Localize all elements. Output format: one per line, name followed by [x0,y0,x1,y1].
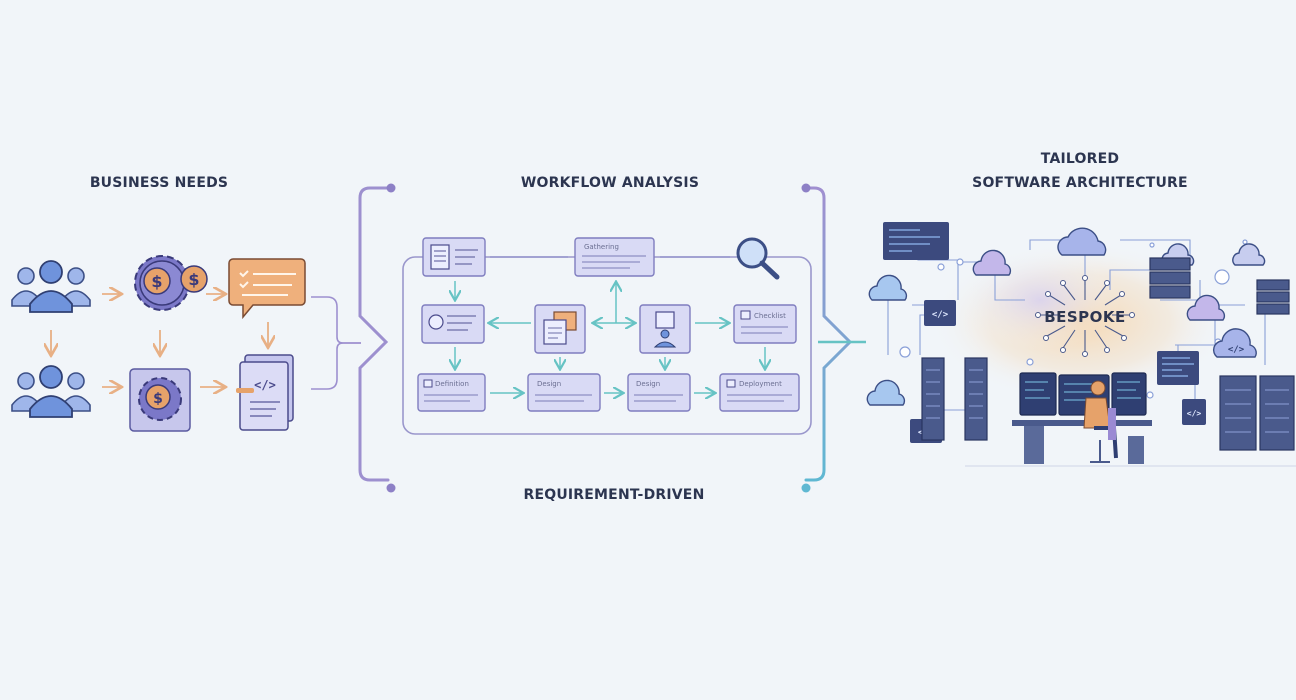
workflow-box-doc-icon [422,237,486,277]
workflow-box-design-1-label: Design [537,380,561,388]
workflow-box-definition-label: Definition [435,380,469,388]
workflow-box-gathering [574,237,655,277]
coin-symbol-2: $ [188,270,199,289]
workflow-box-design-1 [527,373,601,412]
needs-connectors [311,296,361,390]
workflow-box-person [639,304,691,354]
people-group-bottom-icon [11,365,91,418]
bracket-dot-top-left [386,183,396,193]
developer-workstation-icon [1012,372,1152,464]
coin-symbol-3: $ [153,391,163,407]
code-symbol-2: </> [932,310,949,320]
bracket-dot-bottom-left [386,483,396,493]
architecture-label-line1: TAILORED [1040,151,1120,167]
left-bracket [358,186,390,482]
bespoke-label: BESPOKE [1044,308,1126,326]
business-needs-label: BUSINESS NEEDS [89,175,229,191]
architecture-label-line2: SOFTWARE ARCHITECTURE [972,175,1188,191]
magnifier-icon [736,237,780,280]
workflow-box-gathering-label: Gathering [584,243,619,251]
chat-checklist-icon [228,258,306,320]
workflow-box-checklist [733,304,797,344]
bracket-dot-bottom-right [801,483,811,493]
workflow-box-badge [421,304,485,344]
code-symbol-1: </> [254,378,276,392]
cloud-icons [866,227,1266,406]
requirement-driven-label: REQUIREMENT-DRIVEN [523,487,705,503]
code-document-icon [236,354,294,431]
workflow-teal-arrows [455,281,765,393]
server-slot-lines [926,369,1289,433]
gear-coin-tile-icon [129,368,191,432]
workflow-box-design-2 [627,373,691,412]
workflow-box-checklist-label: Checklist [754,312,786,320]
people-group-top-icon [11,260,91,313]
code-symbol-5: </> [1228,345,1245,355]
bracket-dot-top-right [801,183,811,193]
gear-coins-icon [134,255,208,311]
workflow-box-design-2-label: Design [636,380,660,388]
circuit-nodes [1035,275,1135,357]
coin-symbol-1: $ [151,272,162,291]
workflow-box-deployment [719,373,800,412]
business-flow-arrows [51,294,268,387]
workflow-box-deployment-label: Deployment [739,380,782,388]
workflow-box-copy [534,304,586,354]
code-symbol-4: </> [1187,409,1202,418]
workflow-box-definition [417,373,486,412]
right-bracket [804,186,853,482]
server-rack-icons [921,257,1295,451]
circuit-icon [1040,280,1130,352]
code-window-icons [883,222,1206,443]
workflow-analysis-label: WORKFLOW ANALYSIS [520,175,700,191]
